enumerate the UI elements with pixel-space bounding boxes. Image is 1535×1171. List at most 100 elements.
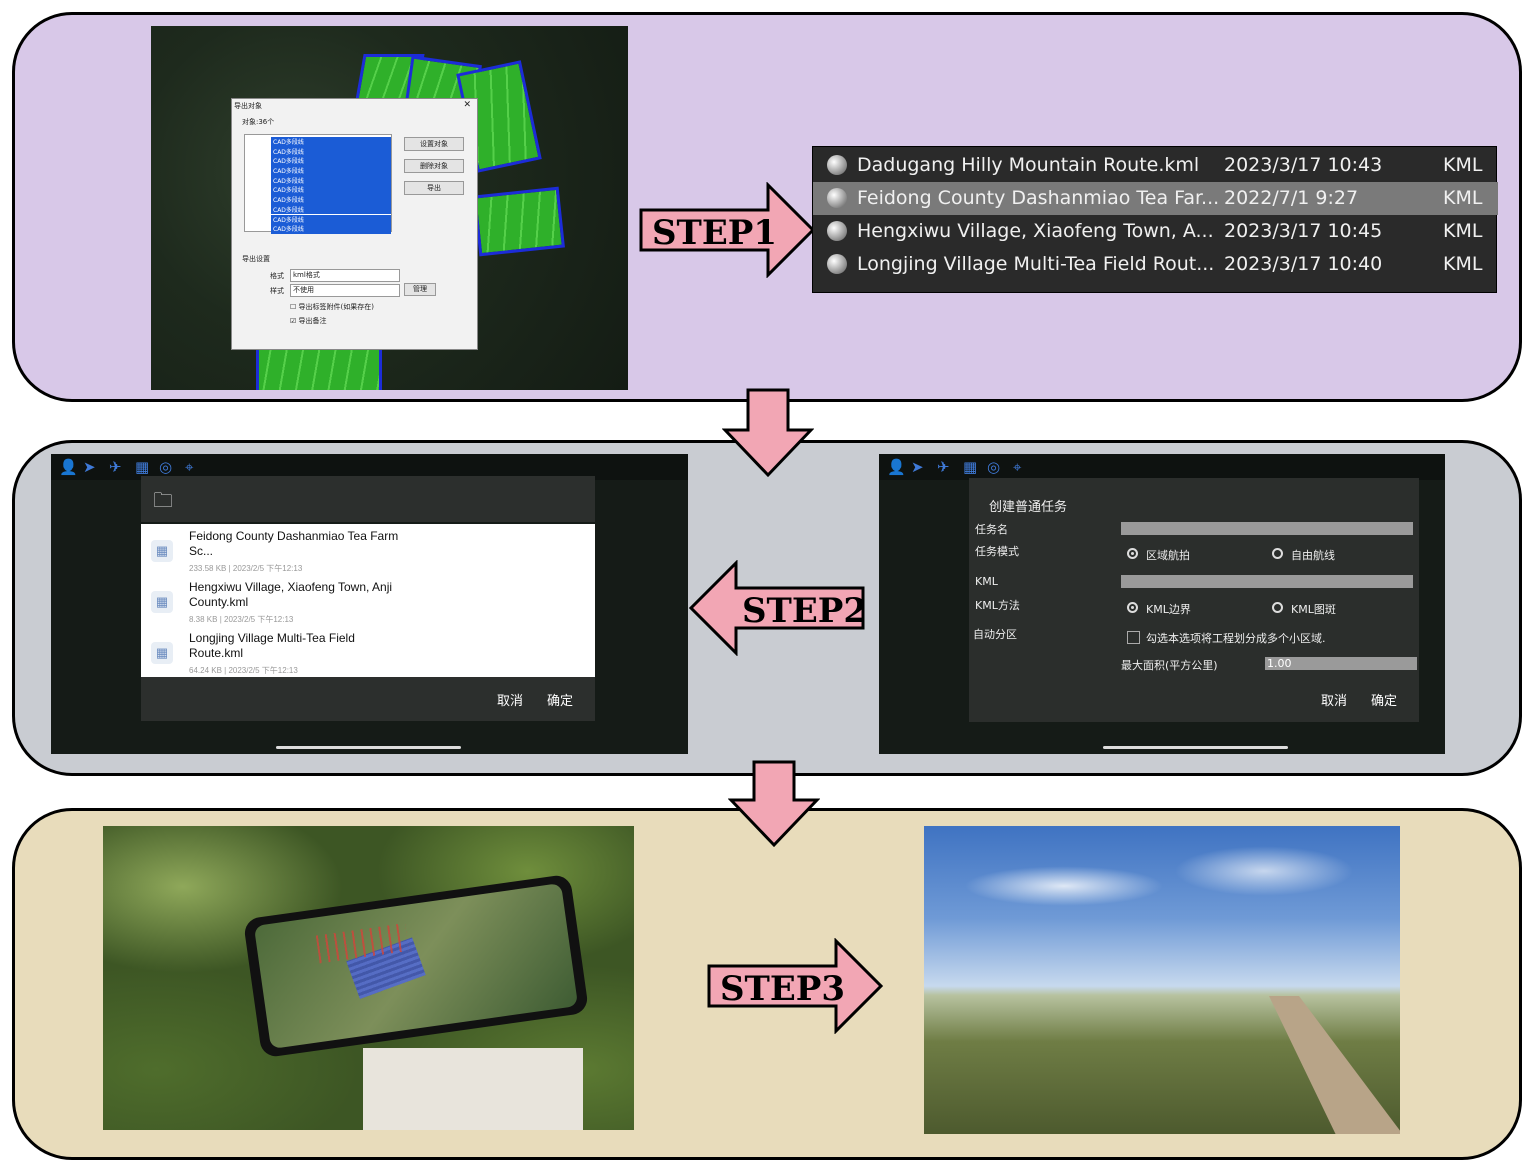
step1-label: STEP1 bbox=[652, 213, 777, 253]
auto-partition-label: 自动分区 bbox=[973, 628, 1017, 641]
file-icon: ▦ bbox=[151, 642, 173, 664]
format-select[interactable]: kml格式 bbox=[290, 269, 400, 282]
free-route-radio[interactable] bbox=[1272, 548, 1283, 559]
map-icon[interactable]: ▦ bbox=[135, 458, 150, 476]
kml-file-date: 2022/7/1 9:27 bbox=[1224, 187, 1359, 209]
dialog-title: 导出对象 bbox=[234, 102, 262, 110]
controller-body bbox=[363, 1048, 583, 1130]
file-name: Feidong County Dashanmiao Tea Farm Sc... bbox=[189, 529, 399, 558]
kml-input[interactable] bbox=[1121, 575, 1413, 588]
map-icon[interactable]: ▦ bbox=[963, 458, 978, 476]
kml-boundary-label: KML边界 bbox=[1146, 603, 1191, 616]
folder-icon[interactable]: 🗀 bbox=[153, 488, 173, 512]
auto-partition-text: 勾选本选项将工程划分成多个小区域. bbox=[1146, 632, 1326, 645]
style-label: 样式 bbox=[270, 287, 284, 295]
cloud bbox=[1174, 846, 1354, 896]
drone-icon[interactable]: ✈ bbox=[109, 458, 122, 476]
app-toolbar: 👤 ➤ ✈ ▦ ◎ ⌖ bbox=[879, 454, 1445, 480]
export-remark-checkbox[interactable]: ☑ 导出备注 bbox=[290, 317, 327, 325]
kml-boundary-radio[interactable] bbox=[1127, 602, 1138, 613]
step1-arrow: STEP1 bbox=[639, 182, 816, 278]
dialog-title: 创建普通任务 bbox=[989, 500, 1068, 515]
kml-file-type: KML bbox=[1443, 154, 1483, 176]
remote-controller-photo bbox=[103, 826, 634, 1130]
object-list-item[interactable]: CAD多段线 bbox=[271, 185, 391, 195]
phone-screen bbox=[253, 883, 579, 1049]
create-task-screen: 👤 ➤ ✈ ▦ ◎ ⌖ 创建普通任务 任务名 任务模式 区域航拍 自由航线 KM… bbox=[879, 454, 1445, 754]
step3-arrow: STEP3 bbox=[707, 938, 884, 1034]
user-icon[interactable]: 👤 bbox=[887, 458, 906, 476]
set-object-button[interactable]: 设置对象 bbox=[404, 137, 464, 151]
free-route-label: 自由航线 bbox=[1291, 549, 1335, 562]
step2-arrow: STEP2 bbox=[688, 560, 866, 656]
cancel-button[interactable]: 取消 bbox=[497, 694, 524, 709]
kml-file-type: KML bbox=[1443, 253, 1483, 275]
task-mode-label: 任务模式 bbox=[975, 545, 1019, 558]
file-picker-screen: 👤 ➤ ✈ ▦ ◎ ⌖ 🗀 ▦Feidong County Dashanmiao… bbox=[51, 454, 688, 754]
kml-file-row[interactable]: Feidong County Dashanmiao Tea Far...2022… bbox=[813, 182, 1498, 215]
kml-patch-radio[interactable] bbox=[1272, 602, 1283, 613]
kml-label: KML bbox=[975, 575, 998, 588]
tea-field-polygon bbox=[473, 186, 565, 257]
down-arrow-1 bbox=[722, 388, 814, 478]
drone-icon[interactable]: ✈ bbox=[937, 458, 950, 476]
max-area-label: 最大面积(平方公里) bbox=[1121, 659, 1218, 672]
picker-header: 🗀 bbox=[141, 476, 595, 522]
object-list-item[interactable]: CAD多段线 bbox=[271, 156, 391, 166]
style-select[interactable]: 不使用 bbox=[290, 284, 400, 297]
object-list-item[interactable]: CAD多段线 bbox=[271, 224, 391, 234]
manage-button[interactable]: 管理 bbox=[404, 283, 436, 296]
phone bbox=[242, 873, 590, 1059]
picker-footer: 取消 确定 bbox=[141, 677, 595, 721]
cancel-button[interactable]: 取消 bbox=[1321, 694, 1348, 709]
file-list-item[interactable]: ▦Longjing Village Multi-Tea Field Route.… bbox=[141, 630, 595, 678]
target-icon[interactable]: ◎ bbox=[987, 458, 1001, 476]
cursor-icon[interactable]: ➤ bbox=[83, 458, 96, 476]
object-list-item[interactable]: CAD多段线 bbox=[271, 204, 391, 215]
object-list-item[interactable]: CAD多段线 bbox=[271, 166, 391, 176]
kml-file-row[interactable]: Longjing Village Multi-Tea Field Rout...… bbox=[813, 248, 1498, 281]
format-label: 格式 bbox=[270, 272, 284, 280]
object-count: 对象:36个 bbox=[242, 118, 275, 126]
object-list-item[interactable]: CAD多段线 bbox=[271, 195, 391, 205]
globe-icon bbox=[827, 221, 847, 241]
location-icon[interactable]: ⌖ bbox=[1013, 458, 1022, 476]
auto-partition-checkbox[interactable] bbox=[1127, 631, 1140, 644]
area-photo-radio[interactable] bbox=[1127, 548, 1138, 559]
globe-icon bbox=[827, 188, 847, 208]
file-list-item[interactable]: ▦Feidong County Dashanmiao Tea Farm Sc..… bbox=[141, 528, 595, 576]
step2-label: STEP2 bbox=[742, 591, 866, 631]
kml-file-date: 2023/3/17 10:40 bbox=[1224, 253, 1383, 275]
object-list-item[interactable]: CAD多段线 bbox=[271, 214, 391, 224]
confirm-button[interactable]: 确定 bbox=[1371, 694, 1398, 709]
home-indicator bbox=[1103, 746, 1288, 749]
step3-label: STEP3 bbox=[720, 969, 845, 1009]
dirt-path bbox=[1269, 996, 1400, 1134]
kml-file-name: Feidong County Dashanmiao Tea Far... bbox=[857, 187, 1220, 209]
object-list-item[interactable]: CAD多段线 bbox=[271, 175, 391, 186]
kml-patch-label: KML图斑 bbox=[1291, 603, 1336, 616]
kml-file-row[interactable]: Hengxiwu Village, Xiaofeng Town, A...202… bbox=[813, 215, 1498, 248]
kml-file-list: Dadugang Hilly Mountain Route.kml 2023/3/… bbox=[812, 146, 1498, 293]
globe-icon bbox=[827, 155, 847, 175]
export-button[interactable]: 导出 bbox=[404, 181, 464, 195]
export-label-attachment-checkbox[interactable]: ☐ 导出标签附件(如果存在) bbox=[290, 303, 374, 311]
file-meta: 64.24 KB | 2023/2/5 下午12:13 bbox=[189, 666, 298, 675]
target-icon[interactable]: ◎ bbox=[159, 458, 173, 476]
max-area-input[interactable]: 1.00 bbox=[1265, 657, 1417, 670]
task-name-input[interactable] bbox=[1121, 522, 1413, 535]
file-icon: ▦ bbox=[151, 591, 173, 613]
kml-file-date: 2023/3/17 10:45 bbox=[1224, 220, 1383, 242]
delete-object-button[interactable]: 删除对象 bbox=[404, 159, 464, 173]
confirm-button[interactable]: 确定 bbox=[547, 694, 574, 709]
file-list-item[interactable]: ▦Hengxiwu Village, Xiaofeng Town, Anji C… bbox=[141, 579, 595, 627]
object-list-item[interactable]: CAD多段线 bbox=[271, 137, 391, 147]
object-list-item[interactable]: CAD多段线 bbox=[271, 146, 391, 157]
user-icon[interactable]: 👤 bbox=[59, 458, 78, 476]
kml-file-name: Dadugang Hilly Mountain Route.kml bbox=[857, 154, 1200, 176]
close-icon[interactable]: ✕ bbox=[463, 100, 471, 110]
cursor-icon[interactable]: ➤ bbox=[911, 458, 924, 476]
location-icon[interactable]: ⌖ bbox=[185, 458, 194, 476]
